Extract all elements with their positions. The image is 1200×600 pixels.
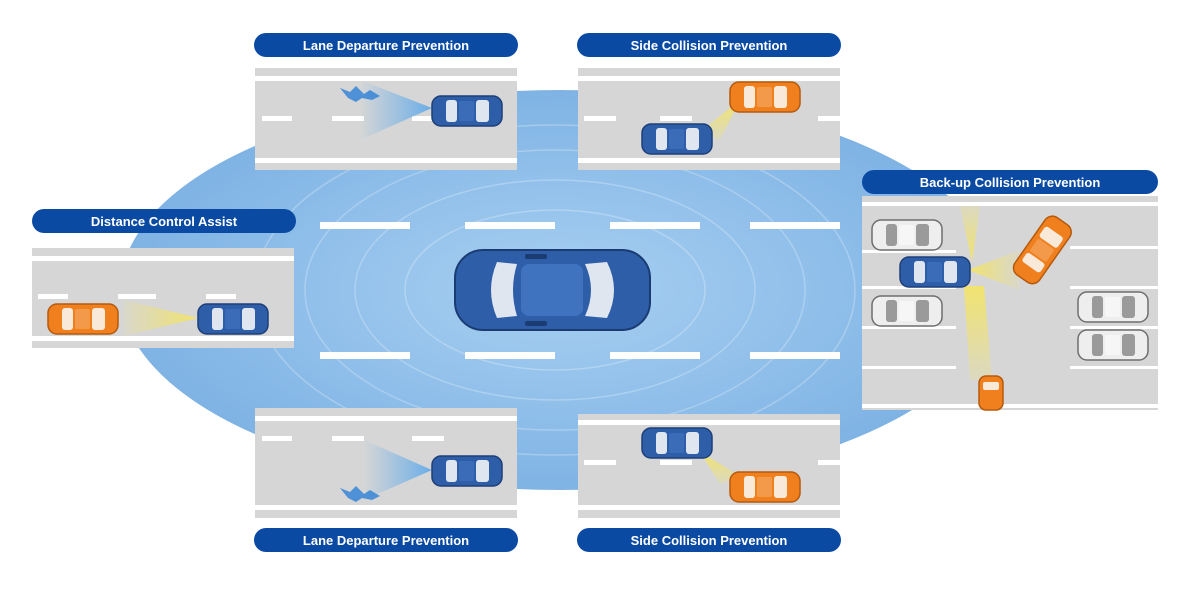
label-lane-departure-bottom: Lane Departure Prevention: [254, 528, 518, 552]
main-lane-markings: [320, 222, 840, 359]
host-car: [454, 249, 651, 331]
panel-side-collision-top: [578, 68, 840, 170]
label-side-collision-bottom: Side Collision Prevention: [577, 528, 841, 552]
panel-distance-control: [32, 248, 294, 348]
panel-lane-departure-bottom: [255, 408, 517, 518]
panel-side-collision-bottom: [578, 414, 840, 518]
label-side-collision-top-text: Side Collision Prevention: [631, 38, 788, 53]
label-backup-collision: Back-up Collision Prevention: [862, 170, 1158, 194]
label-lane-departure-bottom-text: Lane Departure Prevention: [303, 533, 469, 548]
label-side-collision-top: Side Collision Prevention: [577, 33, 841, 57]
label-lane-departure-top-text: Lane Departure Prevention: [303, 38, 469, 53]
label-distance-control: Distance Control Assist: [32, 209, 296, 233]
panel-backup-collision: [862, 196, 1158, 411]
label-side-collision-bottom-text: Side Collision Prevention: [631, 533, 788, 548]
panel-lane-departure-top: [255, 68, 517, 170]
label-distance-control-text: Distance Control Assist: [91, 214, 238, 229]
label-lane-departure-top: Lane Departure Prevention: [254, 33, 518, 57]
label-backup-collision-text: Back-up Collision Prevention: [920, 175, 1101, 190]
